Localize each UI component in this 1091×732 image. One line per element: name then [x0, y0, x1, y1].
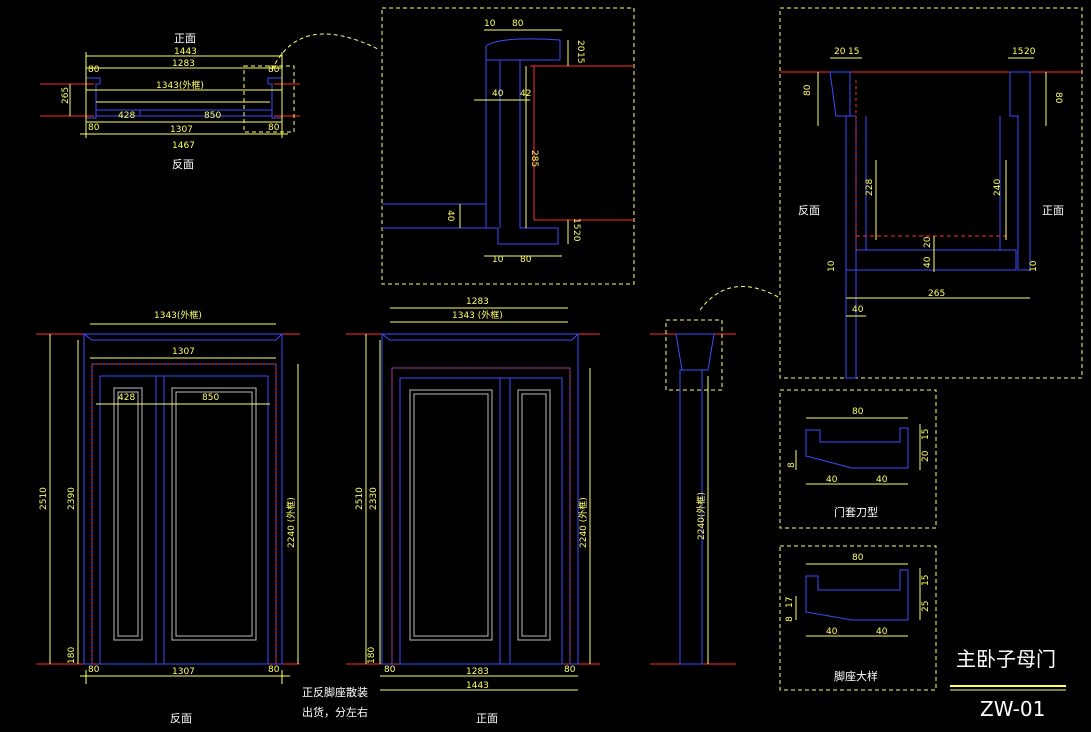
profile-a	[779, 389, 937, 529]
elev-back-dim-180: 180	[67, 647, 77, 664]
detail-a-dim-15-top: 15	[575, 52, 585, 63]
elev-back-title: 反面	[170, 712, 192, 725]
elev-back-dim-1307-top: 1307	[172, 347, 195, 357]
plan-label-front: 正面	[174, 32, 196, 45]
plan-dim-1343: 1343(外框)	[156, 79, 204, 91]
detail-b-dim-40-bottom: 40	[852, 305, 864, 315]
detail-a-dim-80-bottom: 80	[520, 255, 532, 265]
plan-dim-428: 428	[118, 111, 135, 121]
note-line-1: 正反脚座散装	[302, 685, 368, 699]
elev-back-dim-80-right: 80	[268, 665, 280, 675]
detail-a-dim-80-top: 80	[512, 19, 524, 29]
detail-b-label-back: 反面	[798, 204, 820, 217]
detail-b-dim-10-left: 10	[827, 260, 837, 272]
detail-b-dim-15-right: 15	[1012, 47, 1023, 57]
profile-a-dim-40-right: 40	[876, 475, 888, 485]
detail-a-dim-10-top: 10	[484, 19, 496, 29]
note-line-2: 出货，分左右	[302, 705, 368, 719]
plan-dim-1307: 1307	[170, 125, 193, 135]
detail-a-dim-20-top: 20	[575, 40, 585, 52]
plan-dim-80-b-right: 80	[268, 123, 280, 133]
detail-a-dim-15-bottom: 15	[571, 218, 581, 229]
profile-a-dim-80: 80	[852, 407, 864, 417]
plan-dim-1443: 1443	[174, 47, 197, 57]
plan-dim-1283: 1283	[172, 59, 195, 69]
detail-a	[381, 7, 635, 285]
detail-b-dim-240: 240	[993, 179, 1003, 196]
callout-arc-b	[699, 285, 781, 311]
detail-a-dim-40: 40	[492, 89, 504, 99]
elev-back-dim-2510: 2510	[39, 487, 49, 510]
plan-label-back: 反面	[172, 158, 194, 171]
profile-b-dim-17: 17	[785, 597, 795, 608]
detail-b-dim-80-right: 80	[1053, 92, 1063, 104]
side-dim-2240: 2240(外框)	[695, 492, 707, 540]
detail-b-dim-15-left: 15	[848, 47, 859, 57]
title-block-code: ZW-01	[980, 697, 1045, 721]
elev-front-dim-2510: 2510	[355, 487, 365, 510]
detail-b-dim-10-right: 10	[1029, 260, 1039, 272]
elev-back-dim-428: 428	[118, 393, 135, 403]
elevation-back	[36, 323, 300, 684]
title-block-title: 主卧子母门	[956, 647, 1056, 671]
plan-dim-80-b-left: 80	[88, 123, 100, 133]
profile-a-dim-15: 15	[921, 429, 931, 440]
detail-a-dim-42: 42	[520, 89, 531, 99]
profile-b-dim-8: 8	[785, 616, 795, 622]
elev-back-dim-2240: 2240 (外框)	[285, 497, 297, 548]
side-section	[650, 319, 736, 665]
plan-view-top	[40, 52, 300, 138]
elev-front-title: 正面	[476, 712, 498, 725]
detail-b-dim-265: 265	[928, 289, 945, 299]
elev-front-dim-80-right: 80	[564, 665, 576, 675]
elev-front-dim-2330: 2330	[369, 487, 379, 510]
profile-b-dim-80: 80	[852, 553, 864, 563]
elev-back-dim-1343: 1343(外框)	[154, 309, 202, 321]
detail-b-dim-20: 20	[923, 236, 933, 248]
detail-b-dim-40: 40	[923, 256, 933, 268]
plan-dim-80-right: 80	[268, 65, 280, 75]
elev-front-dim-1283: 1283	[466, 667, 489, 677]
profile-a-name: 门套刀型	[834, 505, 878, 519]
detail-b-dim-20-right: 20	[1024, 47, 1036, 57]
elev-back-dim-1307: 1307	[172, 667, 195, 677]
elev-front-dim-80-left: 80	[384, 665, 396, 675]
profile-b-dim-25: 25	[921, 601, 931, 612]
elev-front-dim-1443: 1443	[466, 681, 489, 691]
elev-back-dim-2390: 2390	[67, 487, 77, 510]
elev-front-dim-1283-top: 1283	[466, 297, 489, 307]
profile-b-dim-40-left: 40	[826, 627, 838, 637]
detail-b-dim-80-left: 80	[803, 84, 813, 96]
plan-dim-850: 850	[204, 111, 221, 121]
detail-a-dim-40-side: 40	[445, 210, 455, 222]
detail-a-dim-10-bottom: 10	[492, 255, 504, 265]
profile-b	[779, 545, 937, 691]
detail-a-dim-20-bottom: 20	[571, 230, 581, 242]
elev-back-dim-850: 850	[202, 393, 219, 403]
elev-front-dim-2240: 2240 (外框)	[577, 497, 589, 548]
elev-back-dim-80-left: 80	[88, 665, 100, 675]
elevation-front	[346, 307, 600, 691]
detail-b	[779, 7, 1083, 379]
detail-a-dim-285: 285	[529, 150, 539, 167]
profile-a-dim-8: 8	[787, 462, 797, 468]
profile-b-name: 脚座大样	[834, 669, 878, 683]
detail-b-label-front: 正面	[1042, 204, 1064, 217]
plan-dim-80-left: 80	[88, 65, 100, 75]
plan-dim-1467: 1467	[172, 141, 195, 151]
plan-dim-265: 265	[61, 87, 71, 104]
profile-b-dim-15: 15	[921, 575, 931, 586]
detail-b-dim-228: 228	[865, 179, 875, 196]
callout-arc-a	[271, 33, 381, 71]
elev-front-dim-180: 180	[367, 647, 377, 664]
profile-a-dim-20: 20	[921, 450, 931, 462]
elev-front-dim-1343: 1343 (外框)	[452, 309, 503, 321]
profile-a-dim-40-left: 40	[826, 475, 838, 485]
profile-b-dim-40-right: 40	[876, 627, 888, 637]
detail-b-dim-20-left: 20	[834, 47, 846, 57]
